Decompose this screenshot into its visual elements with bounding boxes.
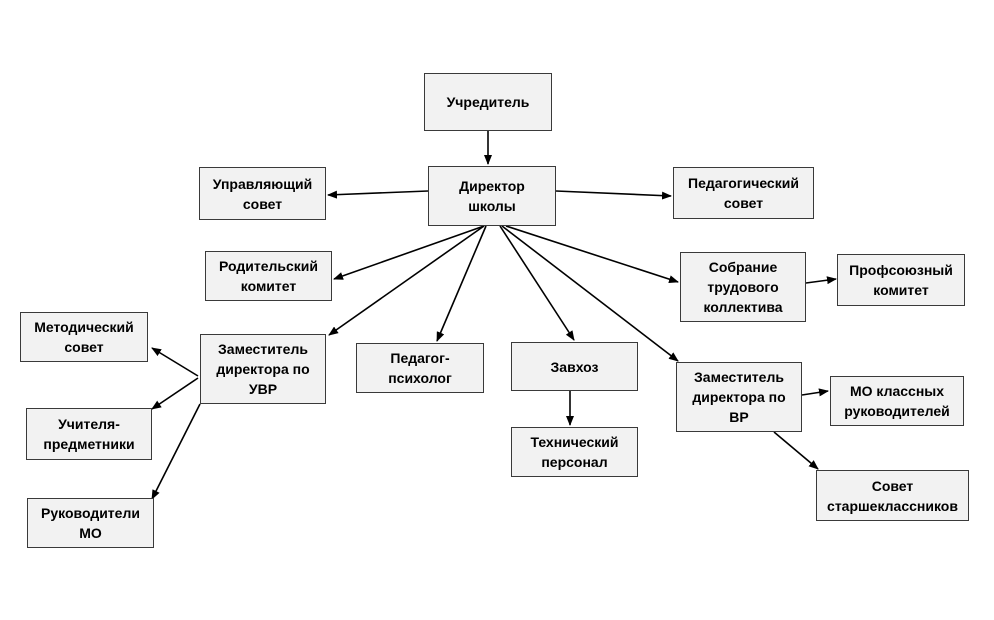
node-caretaker: Завхоз bbox=[511, 342, 638, 391]
arrow-director-to-caretaker bbox=[499, 225, 575, 341]
node-managing-council: Управляющий совет bbox=[199, 167, 326, 220]
node-director: Директор школы bbox=[428, 166, 556, 226]
node-mo-class-teachers: МО классных руководителей bbox=[830, 376, 964, 426]
node-senior-council: Совет старшеклассников bbox=[816, 470, 969, 521]
arrow-director-to-labor-assembly bbox=[505, 225, 679, 284]
node-psychologist: Педагог- психолог bbox=[356, 343, 484, 393]
node-mo-heads: Руководители МО bbox=[27, 498, 154, 548]
arrow-deputy-uvr-to-subject-teachers bbox=[151, 377, 199, 410]
arrow-deputy-vr-to-mo-class-teachers bbox=[801, 388, 829, 397]
arrow-deputy-uvr-to-methodical-council bbox=[151, 347, 199, 377]
arrow-director-to-pedagogical-council bbox=[555, 190, 672, 200]
node-labor-assembly: Собрание трудового коллектива bbox=[680, 252, 806, 322]
arrow-director-to-managing-council bbox=[327, 190, 429, 199]
arrow-labor-assembly-to-trade-union bbox=[805, 276, 837, 285]
arrow-director-to-deputy-uvr bbox=[328, 225, 485, 336]
node-parent-committee: Родительский комитет bbox=[205, 251, 332, 301]
arrow-director-to-parent-committee bbox=[333, 225, 485, 280]
node-pedagogical-council: Педагогический совет bbox=[673, 167, 814, 219]
arrow-director-to-psychologist bbox=[436, 225, 487, 342]
node-deputy-uvr: Заместитель директора по УВР bbox=[200, 334, 326, 404]
node-technical-staff: Технический персонал bbox=[511, 427, 638, 477]
arrow-deputy-uvr-to-mo-heads bbox=[151, 403, 201, 500]
node-founder: Учредитель bbox=[424, 73, 552, 131]
node-trade-union: Профсоюзный комитет bbox=[837, 254, 965, 306]
arrow-director-to-deputy-vr bbox=[501, 225, 679, 362]
node-subject-teachers: Учителя- предметники bbox=[26, 408, 152, 460]
node-deputy-vr: Заместитель директора по ВР bbox=[676, 362, 802, 432]
arrow-deputy-vr-to-senior-council bbox=[773, 431, 819, 470]
node-methodical-council: Методический совет bbox=[20, 312, 148, 362]
